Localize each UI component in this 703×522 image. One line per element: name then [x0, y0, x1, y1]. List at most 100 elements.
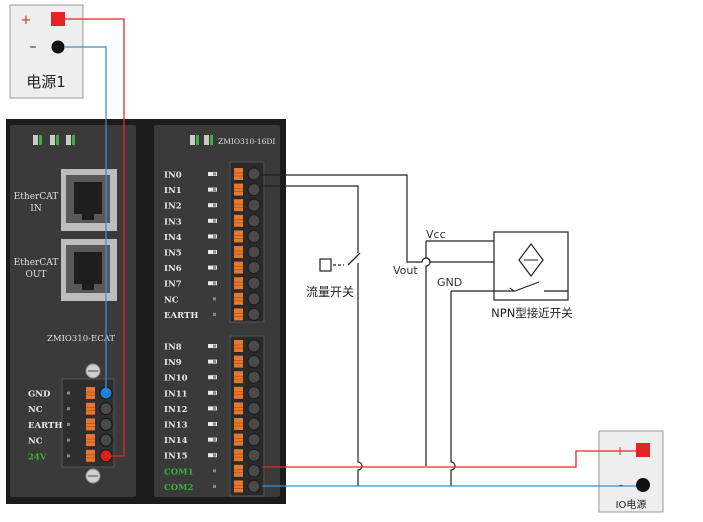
- wires: [64, 18, 636, 487]
- ethercat-in-label-1: EtherCAT: [14, 192, 59, 202]
- di-spring-lever: [234, 449, 243, 462]
- npn-sensor: NPN型接近开关 Vcc Vout GND: [393, 228, 573, 320]
- di-screw-terminal: [247, 276, 261, 290]
- di-indicator-dot: [213, 188, 216, 192]
- di-terminal-label: IN12: [164, 405, 188, 415]
- di-terminal-row: IN1: [164, 183, 261, 197]
- di-status-led: [208, 187, 217, 192]
- power-supply-1: + – 电源1: [9, 4, 84, 99]
- di-terminal-row: IN2: [164, 198, 261, 212]
- coupler-indicator-dot: [67, 391, 70, 395]
- di-screw-terminal: [247, 214, 261, 228]
- di-indicator-dot: [213, 344, 216, 348]
- di-indicator-dot: [213, 203, 216, 207]
- minus-terminal: [51, 40, 65, 54]
- di-terminal-row: IN8: [164, 339, 261, 353]
- di-terminal-row: NC: [164, 292, 261, 306]
- di-indicator-dot: [213, 375, 216, 379]
- di-indicator-dot: [213, 297, 216, 301]
- di-status-leds: [190, 135, 213, 145]
- di-screw-terminal: [247, 307, 261, 321]
- di-status-led: [208, 437, 217, 442]
- coupler-indicator-dot: [67, 438, 70, 442]
- di-screw-terminal: [247, 261, 261, 275]
- coupler-spring-lever: [86, 418, 95, 431]
- io-power-supply: + - IO电源: [598, 430, 664, 513]
- di-spring-lever: [234, 246, 243, 258]
- di-status-led: [208, 453, 217, 458]
- di-status-led: [208, 234, 217, 239]
- minus-sign: –: [30, 39, 37, 55]
- npn-sensor-label: NPN型接近开关: [491, 306, 573, 320]
- di-terminal-label: IN9: [164, 358, 182, 368]
- di-status-led: [208, 281, 217, 286]
- di-terminal-label: IN14: [164, 436, 188, 446]
- di-spring-lever: [234, 480, 243, 493]
- di-terminal-label: COM1: [164, 467, 194, 477]
- di-screw-terminal: [247, 370, 261, 384]
- di-terminal-label: IN1: [164, 186, 182, 196]
- di-terminal-row: IN10: [164, 370, 261, 384]
- di-spring-lever: [234, 308, 243, 321]
- ethercat-out-port: [61, 239, 117, 301]
- di-indicator-dot: [213, 406, 216, 410]
- di-terminal-row: IN13: [164, 417, 261, 431]
- red-wire-com1: [262, 450, 636, 468]
- di-terminal-row: IN9: [164, 355, 261, 369]
- di-indicator-dot: [213, 281, 216, 285]
- di-indicator-dot: [213, 250, 216, 254]
- coupler-screw-terminal: [99, 417, 113, 431]
- di-screw-terminal: [247, 401, 261, 415]
- di-terminal-label: IN10: [164, 374, 188, 384]
- coupler-model: ZMIO310-ECAT: [47, 334, 115, 344]
- di-terminal-row: IN15: [164, 448, 261, 462]
- di-indicator-dot: [213, 453, 216, 457]
- red-wire-24v: [65, 18, 125, 457]
- di-status-led: [208, 359, 217, 364]
- di-spring-lever: [234, 230, 243, 243]
- vcc-label: Vcc: [426, 228, 446, 241]
- di-spring-lever: [234, 261, 243, 274]
- ethercat-in-port: [61, 169, 117, 231]
- di-terminal-row: EARTH: [164, 307, 261, 321]
- di-terminal-label: COM2: [164, 483, 194, 493]
- di-terminal-row: IN0: [164, 167, 261, 181]
- di-spring-lever: [234, 386, 243, 399]
- ethercat-out-label-2: OUT: [26, 270, 47, 280]
- di-terminal-label: IN3: [164, 217, 182, 227]
- di-indicator-dot: [213, 234, 216, 238]
- di-indicator-dot: [213, 438, 216, 442]
- di-indicator-dot: [213, 391, 216, 395]
- di-status-led: [208, 390, 217, 395]
- blue-wire-gnd: [64, 46, 107, 393]
- coupler-status-leds: [33, 135, 75, 145]
- di-terminal-row: IN3: [164, 214, 261, 228]
- di-terminal-label: IN5: [164, 249, 182, 259]
- di-spring-lever: [234, 183, 243, 196]
- di-terminal-row: COM2: [164, 479, 261, 493]
- vout-label: Vout: [393, 264, 418, 277]
- di-screw-terminal: [247, 245, 261, 259]
- di-indicator-dot: [213, 266, 216, 270]
- di-terminal-row: IN11: [164, 386, 261, 400]
- coupler-spring-lever: [86, 387, 95, 399]
- di-spring-lever: [234, 340, 243, 352]
- di-spring-lever: [234, 355, 243, 368]
- di-terminal-row: IN6: [164, 261, 261, 275]
- di-terminal-row: IN12: [164, 401, 261, 415]
- io-minus-terminal: [636, 478, 650, 492]
- di-status-led: [208, 422, 217, 426]
- wire-in1-flow: [262, 185, 359, 253]
- coupler-terminal-label: NC: [28, 437, 43, 447]
- di-screw-terminal: [247, 183, 261, 197]
- coupler-terminal-label: NC: [28, 405, 43, 415]
- flow-switch: 流量开关: [306, 252, 361, 299]
- di-status-led: [208, 265, 217, 270]
- coupler-terminal-label: GND: [28, 390, 51, 400]
- coupler-terminal-label: EARTH: [28, 421, 62, 431]
- di-terminal-label: IN6: [164, 264, 182, 274]
- di-status-led: [208, 406, 217, 411]
- di-spring-lever: [234, 418, 243, 430]
- di-module: ZMIO310-16DI IN0IN1IN2IN3IN4IN5IN6IN7NCE…: [154, 125, 280, 497]
- ethercat-in-label-2: IN: [30, 204, 42, 214]
